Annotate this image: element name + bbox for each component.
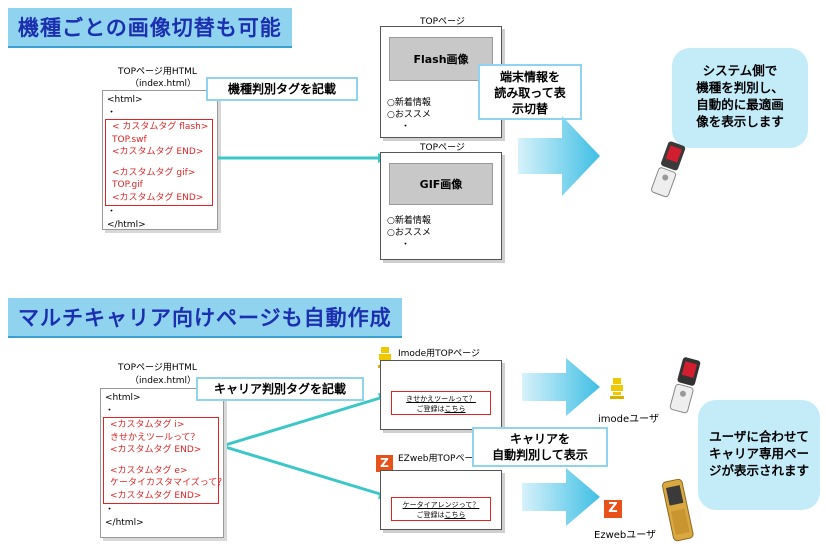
html-caption-line1: TOPページ用HTML xyxy=(118,363,197,373)
code-line: <カスタムタグ END> xyxy=(112,192,204,203)
tag-callout: キャリア判別タグを記載 xyxy=(196,377,364,401)
html-document: <html> ・ < カスタムタグ flash> TOP.swf <カスタムタグ… xyxy=(102,90,218,230)
arrow-shape xyxy=(518,116,600,196)
code-line: きせかえツールって？ xyxy=(110,432,200,443)
page-ezweb-box: ケータイアレンジって？ ご登録はこちら xyxy=(380,470,502,530)
html-caption-line2: （index.html） xyxy=(130,376,196,386)
bubble-line: 自動的に最適画 xyxy=(696,97,784,112)
ezweb-link-text[interactable]: ケータイアレンジって？ xyxy=(402,501,480,509)
page2-list: ○新着情報 ○おススメ ・ xyxy=(387,215,431,251)
code-line: <カスタムタグ END> xyxy=(112,147,204,157)
terminal-callout: 端末情報を 読み取って表 示切替 xyxy=(478,64,582,120)
code-line: TOP.swf xyxy=(112,134,147,145)
flash-image-placeholder: Flash画像 xyxy=(389,37,493,81)
code-line: <カスタムタグ e> xyxy=(110,465,188,476)
page-list-item: ○おススメ xyxy=(387,228,431,238)
page2-caption: TOPページ xyxy=(420,143,465,153)
code-line: < カスタムタグ flash> xyxy=(112,122,209,132)
big-arrow-1 xyxy=(518,116,600,196)
page-list-item: ・ xyxy=(401,122,411,132)
code-line: <html> xyxy=(107,95,143,105)
register-link[interactable]: こちら xyxy=(444,405,466,413)
code-line: </html> xyxy=(105,517,144,528)
code-line: <カスタムタグ END> xyxy=(110,490,202,501)
ezweb-phone-icon xyxy=(662,478,694,542)
code-line: ケータイカスタマイズって？ xyxy=(110,478,227,488)
page-imode-box: きせかえツールって？ ご登録はこちら xyxy=(380,360,502,430)
html-caption-line1: TOPページ用HTML xyxy=(118,67,197,77)
imode-phone-icon xyxy=(669,357,701,414)
bubble-2: ユーザに合わせて キャリア専用ペー ジが表示されます xyxy=(698,400,820,510)
html-caption-line2: （index.html） xyxy=(130,79,196,89)
callout-line: キャリアを xyxy=(509,432,570,446)
tag-callout: 機種判別タグを記載 xyxy=(206,77,358,101)
code-line: ・ xyxy=(105,405,115,416)
callout-line: 端末情報を xyxy=(499,70,560,84)
html-document: <html> ・ <カスタムタグ i> きせかえツールって？ <カスタムタグ E… xyxy=(100,388,227,538)
custom-tag-block: <カスタムタグ i> きせかえツールって？ <カスタムタグ END> <カスタム… xyxy=(103,417,227,504)
imode-link-box: きせかえツールって？ ご登録はこちら xyxy=(391,391,491,415)
ezweb-user-label: Ezwebユーザ xyxy=(594,530,657,541)
code-line: ・ xyxy=(107,207,117,217)
big-arrow-2 xyxy=(522,358,600,416)
bubble-line: 機種を判別し、 xyxy=(696,80,784,95)
register-link[interactable]: こちら xyxy=(444,511,466,519)
register-text: ご登録は xyxy=(416,511,445,519)
page-list-item: ・ xyxy=(401,240,411,250)
bubble-line: システム側で xyxy=(702,63,778,78)
gif-image-placeholder: GIF画像 xyxy=(389,163,493,205)
bubble-1: システム側で 機種を判別し、 自動的に最適画 像を表示します xyxy=(672,48,808,148)
page-imode-caption: Imode用TOPページ xyxy=(398,349,481,359)
code-line: ・ xyxy=(105,505,115,515)
bubble-line: ジが表示されます xyxy=(708,463,809,478)
ezweb-icon: Z xyxy=(376,455,393,472)
imode-user-label: imodeユーザ xyxy=(598,414,659,425)
code-line: <カスタムタグ gif> xyxy=(112,167,196,178)
page2-box: GIF画像 ○新着情報 ○おススメ ・ xyxy=(380,152,502,260)
big-arrow-3 xyxy=(522,468,600,526)
bubble-line: 像を表示します xyxy=(696,114,784,129)
connector-line xyxy=(221,444,381,496)
section2-title: マルチキャリア向けページも自動作成 xyxy=(8,298,402,338)
code-line: </html> xyxy=(107,219,146,230)
callout-line: 自動判別して表示 xyxy=(492,448,588,462)
ezweb-link-box: ケータイアレンジって？ ご登録はこちら xyxy=(391,497,491,521)
bubble-line: キャリア専用ペー xyxy=(708,446,809,461)
callout-line: 示切替 xyxy=(511,102,548,116)
code-line: <html> xyxy=(105,393,141,403)
custom-tag-block: < カスタムタグ flash> TOP.swf <カスタムタグ END> <カス… xyxy=(105,119,213,206)
page-list-item: ○新着情報 xyxy=(387,98,431,108)
code-line: TOP.gif xyxy=(112,180,143,190)
page-ezweb-caption: EZweb用TOPペー xyxy=(398,454,474,464)
register-text: ご登録は xyxy=(416,405,445,413)
imode-link-text[interactable]: きせかえツールって？ xyxy=(406,395,476,403)
page-list-item: ○おススメ xyxy=(387,110,431,120)
arrow-shape xyxy=(522,468,600,526)
ezweb-user-icon: Z xyxy=(604,500,622,518)
phone-icon xyxy=(650,141,686,198)
code-line: ・ xyxy=(107,107,117,118)
page1-list: ○新着情報 ○おススメ ・ xyxy=(387,97,431,133)
code-line: <カスタムタグ END> xyxy=(110,445,202,455)
connector-line xyxy=(221,396,381,448)
carrier-callout: キャリアを 自動判別して表示 xyxy=(472,427,608,467)
arrow-shape xyxy=(522,358,600,416)
section1-title: 機種ごとの画像切替も可能 xyxy=(8,8,292,48)
code-line: <カスタムタグ i> xyxy=(110,420,185,430)
page-list-item: ○新着情報 xyxy=(387,216,431,226)
imode-user-icon xyxy=(610,378,624,399)
callout-line: 読み取って表 xyxy=(494,86,566,100)
bubble-line: ユーザに合わせて xyxy=(709,429,809,444)
page1-caption: TOPページ xyxy=(420,17,465,27)
